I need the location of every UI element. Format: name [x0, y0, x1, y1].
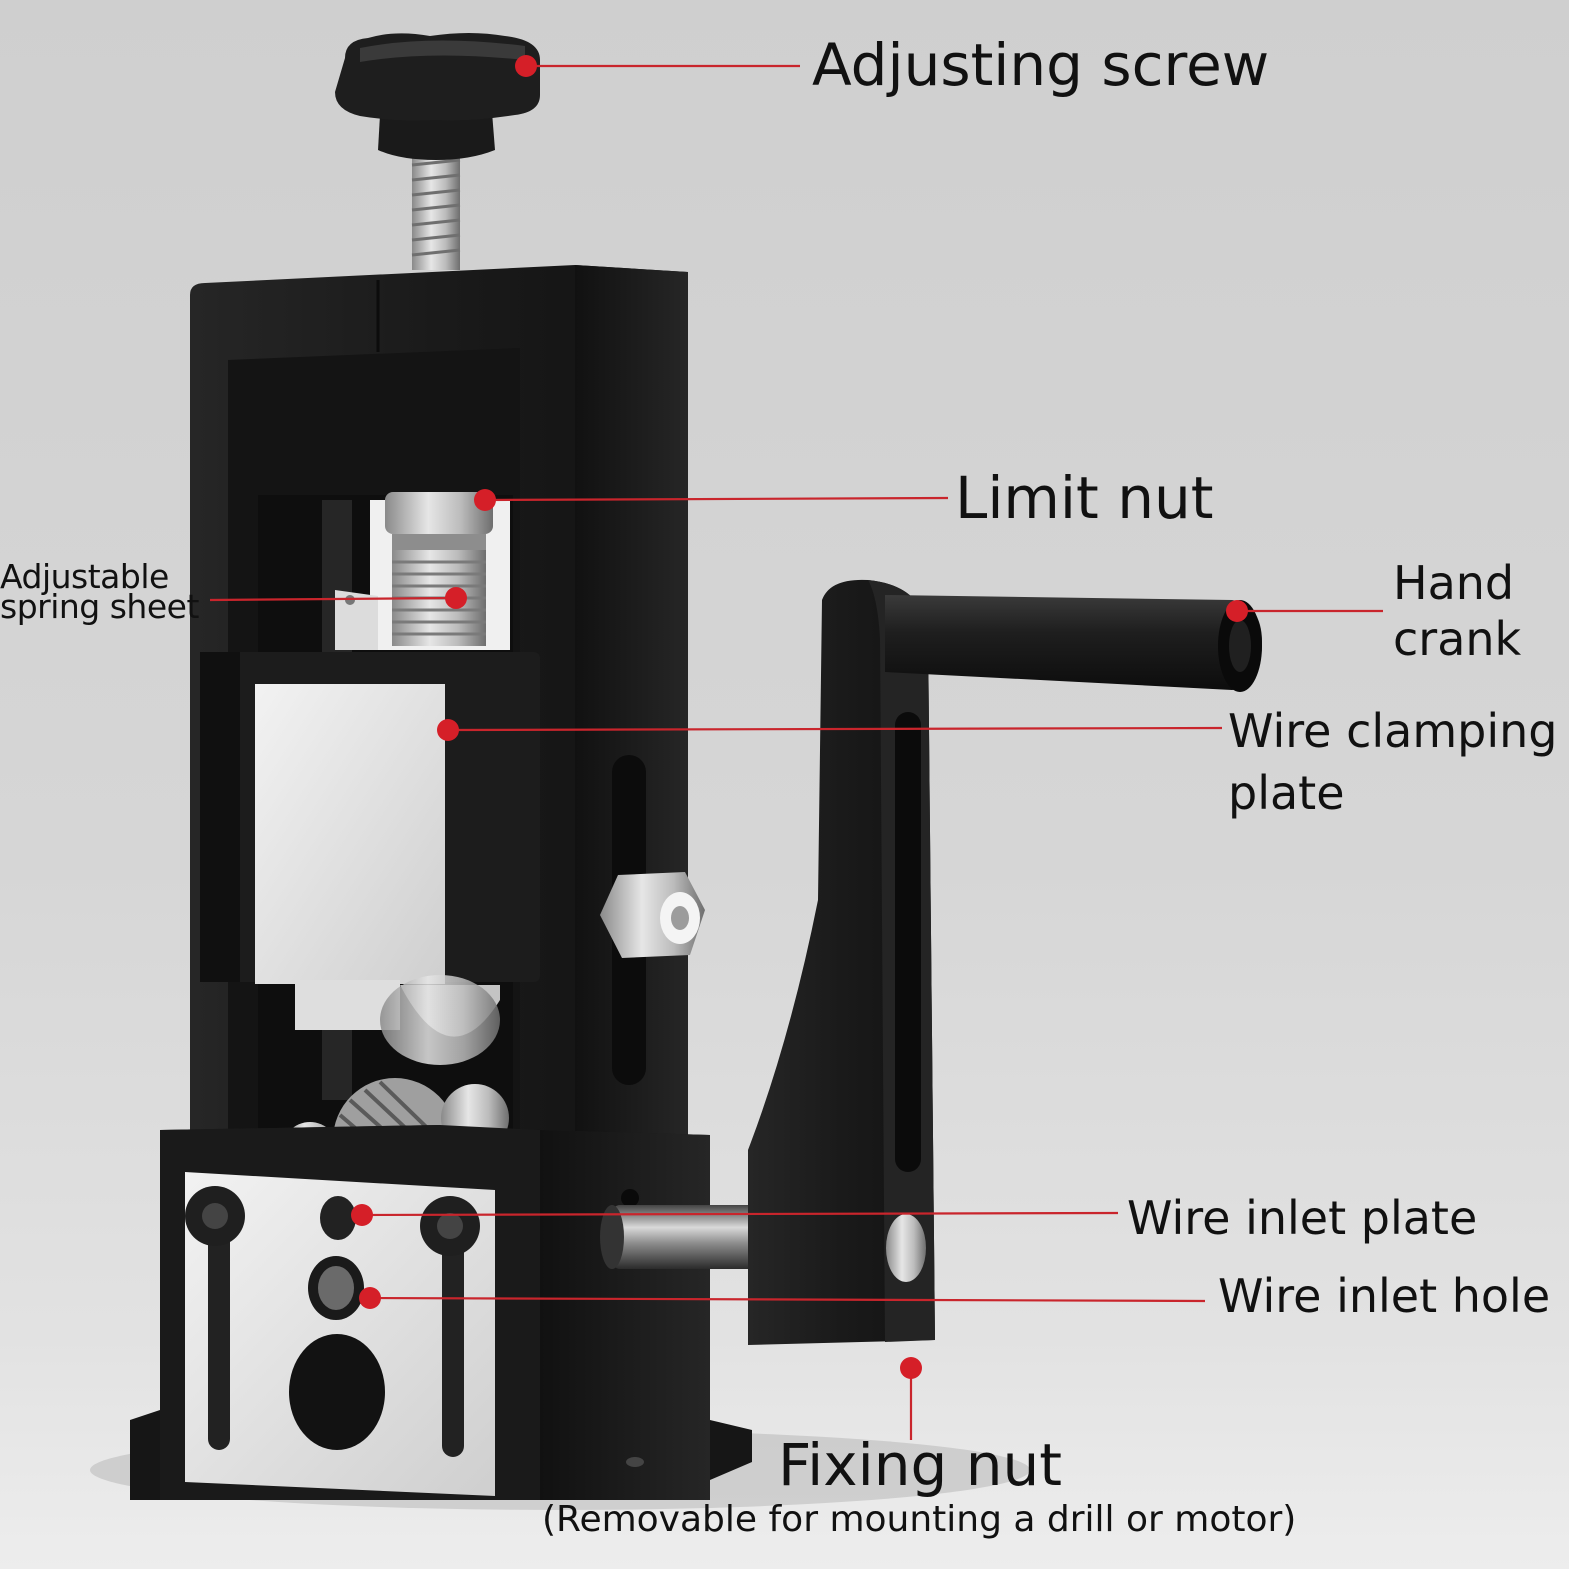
label-fixing-nut-note: (Removable for mounting a drill or motor… — [542, 1499, 1297, 1540]
label-wire-inlet-hole: Wire inlet hole — [1218, 1269, 1551, 1323]
label-adjustable-spring-sheet-line-2: spring sheet — [0, 587, 199, 626]
callout-dot-fixing-nut — [900, 1357, 922, 1379]
label-wire-clamping-plate: Wire clamping plate — [1228, 700, 1557, 824]
label-wire-clamping-plate-line-2: plate — [1228, 766, 1345, 820]
limit-nut-spring-assembly — [335, 492, 510, 650]
crank-shaft — [600, 1205, 762, 1269]
label-hand-crank: Hand crank — [1393, 555, 1521, 667]
side-slot-and-hex-nut — [600, 755, 705, 1085]
callout-dot-limit-nut — [474, 489, 496, 511]
callout-line-wire-inlet-hole — [369, 1296, 1206, 1303]
wire-inlet-plate — [185, 1172, 495, 1496]
callout-line-wire-clamping-plate — [447, 726, 1223, 732]
callout-dot-wire-inlet-plate — [351, 1204, 373, 1226]
callout-dot-wire-inlet-hole — [359, 1287, 381, 1309]
label-wire-inlet-plate: Wire inlet plate — [1127, 1191, 1478, 1245]
wire-clamping-block — [200, 652, 540, 1065]
label-adjustable-spring-sheet-line-1: Adjustable — [0, 557, 169, 596]
label-adjustable-spring-sheet: Adjustable spring sheet — [0, 557, 199, 626]
callout-line-wire-inlet-plate — [361, 1211, 1119, 1217]
adjusting-screw — [335, 33, 540, 270]
callout-dot-hand-crank — [1226, 600, 1248, 622]
callout-dots — [351, 55, 1248, 1379]
label-adjusting-screw: Adjusting screw — [812, 31, 1270, 99]
callout-lines — [209, 64, 1383, 1440]
callout-line-limit-nut — [484, 496, 949, 502]
label-wire-clamping-plate-line-1: Wire clamping — [1228, 704, 1558, 758]
label-fixing-nut: Fixing nut — [778, 1431, 1062, 1499]
label-hand-crank-line-1: Hand — [1393, 556, 1515, 610]
callout-line-adjustable-spring-sheet — [209, 596, 457, 602]
hand-crank-arm — [748, 579, 1262, 1345]
label-hand-crank-line-2: crank — [1393, 612, 1522, 666]
callout-dot-adjusting-screw — [515, 55, 537, 77]
callout-dot-adjustable-spring-sheet — [445, 587, 467, 609]
callout-dot-wire-clamping-plate — [437, 719, 459, 741]
label-limit-nut: Limit nut — [955, 464, 1214, 532]
